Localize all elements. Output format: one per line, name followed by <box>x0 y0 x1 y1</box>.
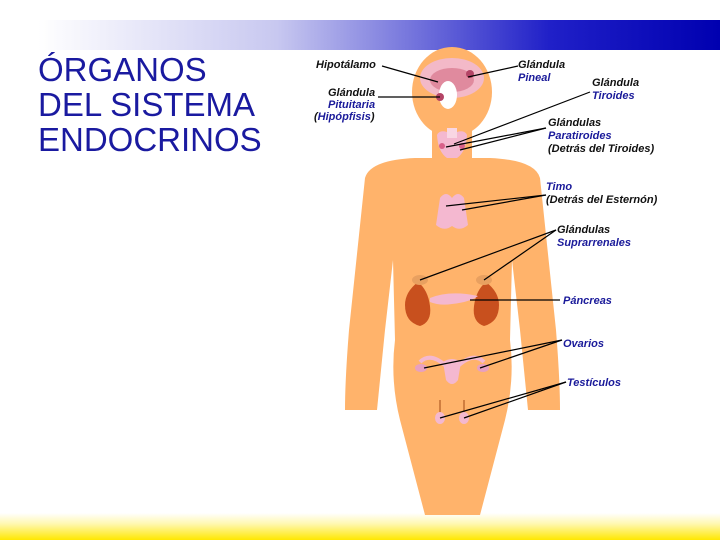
label-paratiroides-line1: Glándulas <box>548 117 601 129</box>
label-testiculos: Testículos <box>567 377 621 389</box>
thymus <box>436 194 468 229</box>
brain-glands <box>420 58 484 109</box>
kidneys <box>405 275 499 326</box>
body-silhouette <box>345 47 560 515</box>
label-pituitaria-close-paren: ) <box>370 111 375 123</box>
slide-title: ÓRGANOS DEL SISTEMA ENDOCRINOS <box>38 52 288 157</box>
gland-labels: Hipotálamo Glándula Pineal Glándula Pitu… <box>314 59 658 389</box>
thyroid <box>437 128 467 158</box>
label-pituitaria-open-paren: ( <box>314 111 319 123</box>
label-hipotalamo: Hipotálamo <box>316 59 376 71</box>
label-tiroides-line2: Tiroides <box>592 90 635 102</box>
leader-lines <box>378 65 591 419</box>
title-line-1: ÓRGANOS <box>38 51 207 88</box>
label-timo-line2: (Detrás del Esternón) <box>546 194 658 206</box>
top-gradient-bar <box>38 20 720 50</box>
label-suprarrenales-line1: Glándulas <box>557 224 610 236</box>
label-pituitaria-line1: Glándula <box>328 87 375 99</box>
label-pituitaria-line3: (Hipópfisis) <box>314 111 375 123</box>
pancreas <box>430 293 478 305</box>
label-paratiroides-line3: (Detrás del Tiroides) <box>548 143 654 155</box>
title-line-2: DEL SISTEMA <box>38 86 255 123</box>
label-pineal-line2: Pineal <box>518 72 551 84</box>
label-paratiroides-line2: Paratiroides <box>548 130 612 142</box>
label-tiroides-line1: Glándula <box>592 77 639 89</box>
label-pituitaria-line2: Pituitaria <box>328 99 375 111</box>
label-pituitaria-hipofisis: Hipópfisis <box>318 111 371 123</box>
title-line-3: ENDOCRINOS <box>38 121 262 158</box>
label-timo-line1: Timo <box>546 181 572 193</box>
label-pancreas: Páncreas <box>563 295 612 307</box>
label-pineal-line1: Glándula <box>518 59 565 71</box>
label-suprarrenales-line2: Suprarrenales <box>557 237 631 249</box>
label-ovarios: Ovarios <box>563 338 604 350</box>
bottom-gradient-bar <box>0 513 720 540</box>
